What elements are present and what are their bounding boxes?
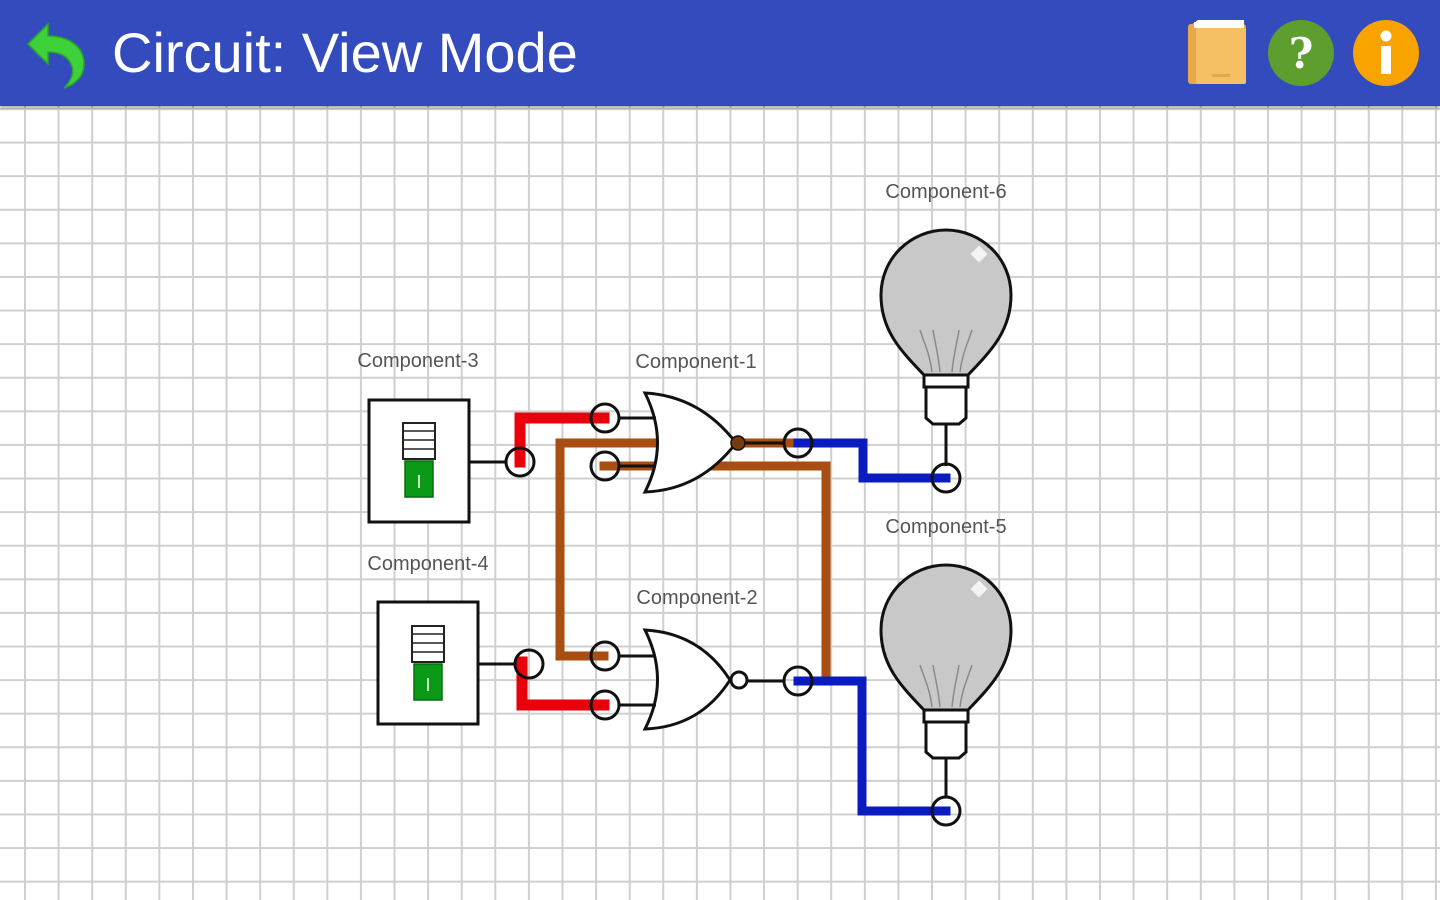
svg-text:I: I (416, 472, 421, 492)
component-6-label: Component-6 (885, 181, 1006, 203)
bulb5-input-terminal[interactable] (930, 795, 962, 827)
lightbulb-icon (879, 563, 1013, 798)
info-button[interactable] (1351, 18, 1421, 88)
undo-arrow-icon (26, 22, 85, 89)
component-3-label: Component-3 (357, 350, 478, 372)
bulb6-input-terminal[interactable] (930, 462, 962, 494)
component-4-label: Component-4 (367, 553, 488, 575)
toggle-switch-icon[interactable]: I (402, 422, 436, 498)
component-2-nor-gate[interactable]: Component-2 (620, 587, 784, 731)
app-toolbar: Circuit: View Mode ? (0, 0, 1440, 106)
wire-or-to-bulb6[interactable] (793, 438, 951, 483)
or-output-terminal[interactable] (782, 427, 814, 459)
component-6-bulb[interactable]: Component-6 (879, 181, 1013, 466)
or-output-junction (730, 435, 746, 451)
book-icon (1188, 20, 1246, 84)
component-5-label: Component-5 (885, 516, 1006, 538)
component-4-switch[interactable]: Component-4 I (367, 553, 514, 726)
nor-input2-terminal[interactable] (589, 689, 621, 721)
back-button[interactable] (22, 18, 94, 90)
wire-nor-to-bulb5[interactable] (793, 676, 951, 816)
toggle-switch-icon[interactable]: I (411, 625, 445, 701)
switch4-output-terminal[interactable] (513, 648, 545, 680)
nor-input1-terminal[interactable] (589, 640, 621, 672)
lightbulb-icon (879, 228, 1013, 466)
info-icon (1353, 20, 1419, 86)
or-input2-terminal[interactable] (589, 450, 621, 482)
help-button[interactable]: ? (1266, 18, 1336, 88)
component-2-label: Component-2 (636, 587, 757, 609)
circuit-canvas[interactable] (0, 106, 1440, 900)
component-3-switch[interactable]: Component-3 I (357, 350, 506, 524)
component-5-bulb[interactable]: Component-5 (879, 516, 1013, 798)
nor-output-terminal[interactable] (782, 665, 814, 697)
switch3-output-terminal[interactable] (504, 446, 536, 478)
book-button[interactable] (1182, 18, 1252, 88)
svg-text:I: I (425, 675, 430, 695)
component-1-or-gate[interactable]: Component-1 (620, 351, 784, 494)
wire-nor-out-to-or-in2[interactable] (599, 461, 831, 686)
page-title: Circuit: View Mode (112, 21, 578, 84)
svg-text:?: ? (1289, 29, 1314, 78)
question-icon: ? (1268, 20, 1334, 86)
or-input1-terminal[interactable] (589, 402, 621, 434)
component-1-label: Component-1 (635, 351, 756, 373)
